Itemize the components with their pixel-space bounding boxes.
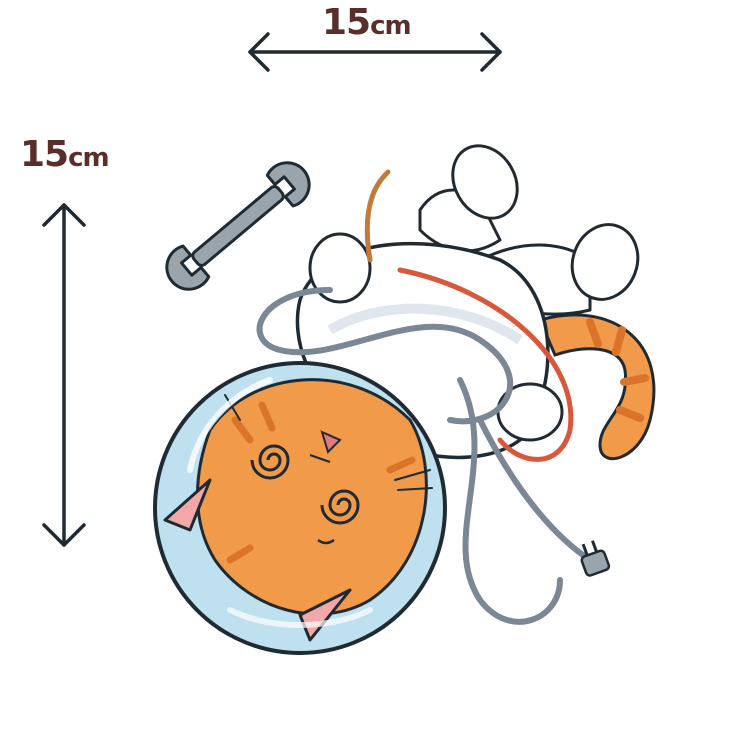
tail-stripes [586,318,649,422]
height-label: 15cm [20,134,110,175]
height-unit: cm [68,143,110,173]
height-value: 15 [20,134,69,175]
height-arrow [42,203,86,547]
width-label: 15cm [322,2,412,43]
cat-nose [320,430,342,454]
helmet-icon [153,361,447,655]
cat-mouth [317,538,335,545]
wrench-icon [165,161,311,291]
width-value: 15 [322,2,371,43]
cables [256,169,593,625]
width-unit: cm [370,11,412,41]
spiral-eyes-icon [250,444,360,525]
width-arrow [248,32,502,72]
cable-plug-icon [580,540,611,577]
